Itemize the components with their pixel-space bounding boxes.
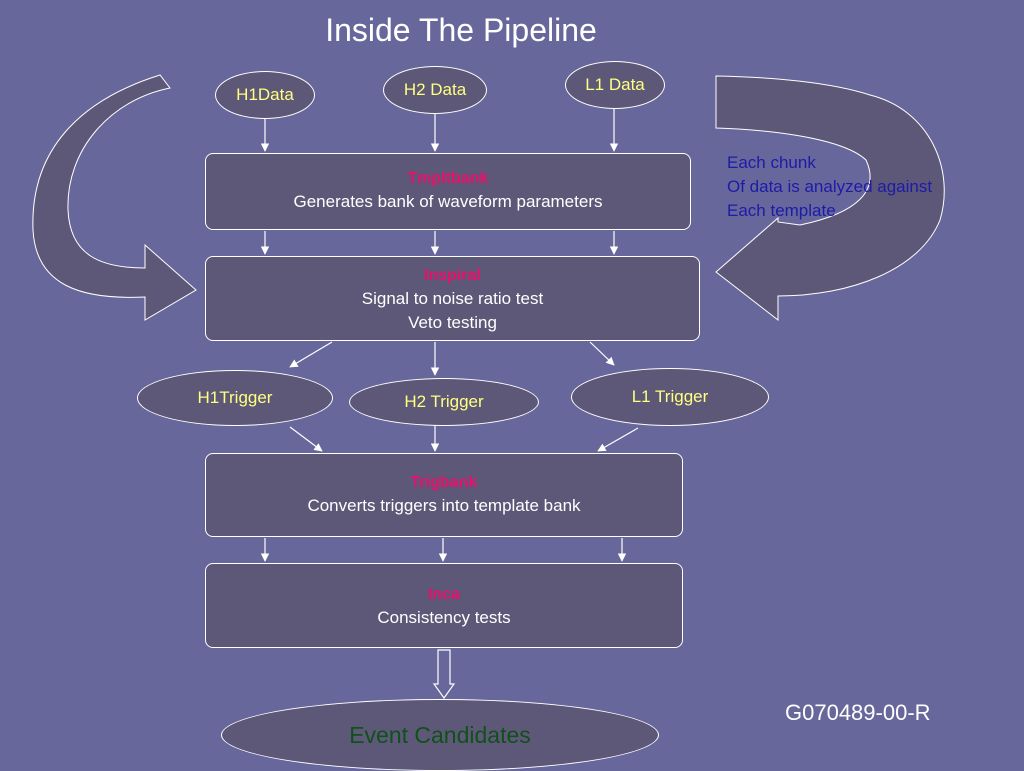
tmpltbank-line: Generates bank of waveform parameters xyxy=(293,192,603,211)
inca-header: Inca xyxy=(427,586,460,603)
chunk-note: Each chunk Of data is analyzed against E… xyxy=(727,151,932,223)
note-line-1: Each chunk xyxy=(727,153,816,172)
left-loop-arrow xyxy=(32,74,197,321)
h1-trigger-label: H1Trigger xyxy=(197,388,273,407)
l1-data-node: L1 Data xyxy=(565,61,665,109)
inca-box: Inca Consistency tests xyxy=(205,563,683,648)
block-arrow-inca-events xyxy=(432,649,456,700)
l1-trigger-label: L1 Trigger xyxy=(631,387,709,406)
trigbank-line: Converts triggers into template bank xyxy=(307,496,581,515)
inspiral-line-2: Veto testing xyxy=(408,313,497,332)
tmpltbank-header: Tmpltbank xyxy=(407,170,489,187)
trigbank-header: Trigbank xyxy=(410,474,478,491)
h2-trigger-label: H2 Trigger xyxy=(404,392,484,411)
note-line-2: Of data is analyzed against xyxy=(727,177,933,196)
inspiral-line-1: Signal to noise ratio test xyxy=(361,289,544,308)
document-id: G070489-00-R xyxy=(785,700,931,725)
h2-data-label: H2 Data xyxy=(403,80,467,99)
h1-data-node: H1Data xyxy=(215,71,315,119)
tmpltbank-box: Tmpltbank Generates bank of waveform par… xyxy=(205,153,691,230)
trigbank-box: Trigbank Converts triggers into template… xyxy=(205,453,683,537)
inca-line: Consistency tests xyxy=(377,608,511,627)
arrow-inspiral-h1trigger xyxy=(289,341,333,368)
arrow-h1trigger-trigbank xyxy=(289,426,323,452)
h2-trigger-node: H2 Trigger xyxy=(349,378,539,426)
l1-trigger-node: L1 Trigger xyxy=(571,368,769,426)
event-candidates-label: Event Candidates xyxy=(349,721,531,748)
right-loop-arrow xyxy=(715,75,945,322)
event-candidates-node: Event Candidates xyxy=(221,699,659,771)
arrow-inspiral-l1trigger xyxy=(589,341,615,366)
page-title: Inside The Pipeline xyxy=(325,12,597,48)
h1-trigger-node: H1Trigger xyxy=(137,370,333,426)
arrow-l1trigger-trigbank xyxy=(597,427,639,452)
inspiral-box: Inspiral Signal to noise ratio test Veto… xyxy=(205,256,700,341)
inspiral-header: Inspiral xyxy=(424,267,481,284)
h2-data-node: H2 Data xyxy=(383,66,487,114)
h1-data-label: H1Data xyxy=(236,85,294,104)
l1-data-label: L1 Data xyxy=(585,75,645,94)
note-line-3: Each template xyxy=(727,201,836,220)
